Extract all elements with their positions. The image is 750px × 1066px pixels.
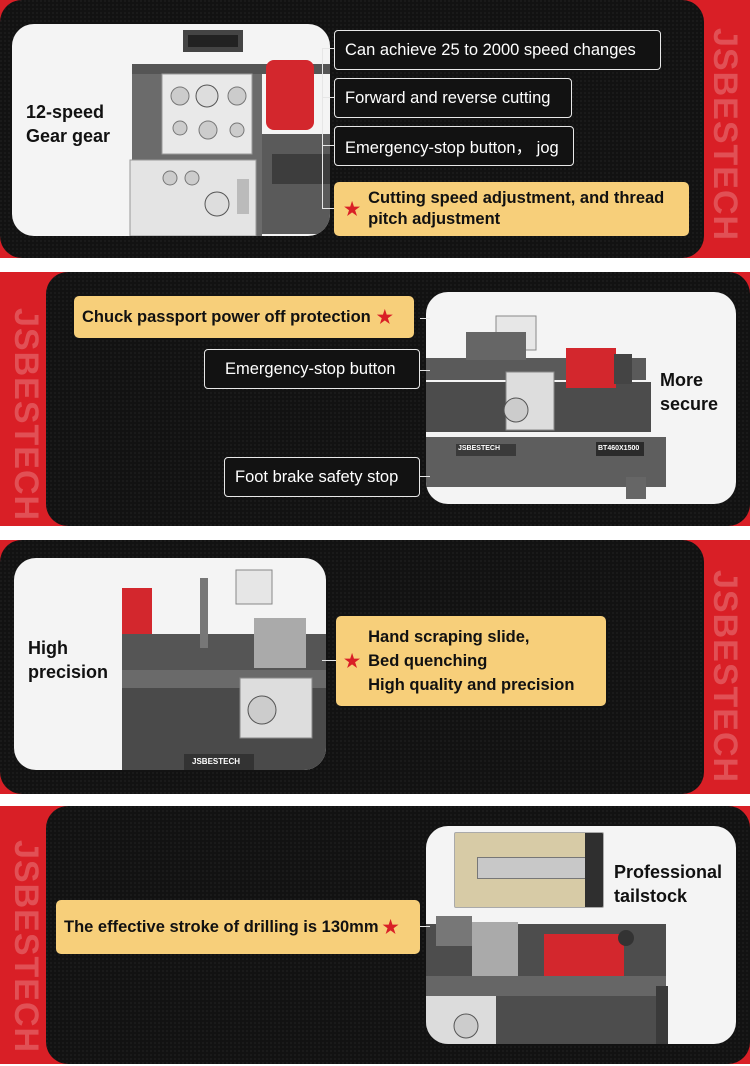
foot-brake-callout: Foot brake safety stop xyxy=(224,457,420,497)
speed-changes-text: Can achieve 25 to 2000 speed changes xyxy=(345,40,636,59)
tailstock-side-label: Professional tailstock xyxy=(614,862,723,906)
precision-line-1: Hand scraping slide, xyxy=(368,628,530,646)
thread-pitch-highlight: ★ Cutting speed adjustment, and thread p… xyxy=(334,182,689,236)
feature-panel-precision: JSBESTECH High precision JSBESTECH ★ Han… xyxy=(0,540,750,794)
chuck-protection-highlight: Chuck passport power off protection ★ xyxy=(74,296,414,338)
star-icon: ★ xyxy=(344,650,361,671)
tailstock-photo: Professional tailstock xyxy=(426,826,736,1044)
foot-brake-text: Foot brake safety stop xyxy=(235,467,399,486)
slide-photo: High precision JSBESTECH xyxy=(14,558,326,770)
drilling-stroke-highlight: The effective stroke of drilling is 130m… xyxy=(56,900,420,954)
precision-line-3: High quality and precision xyxy=(368,676,575,694)
speed-changes-callout: Can achieve 25 to 2000 speed changes xyxy=(334,30,661,70)
reverse-cutting-text: Forward and reverse cutting xyxy=(345,88,551,107)
drilling-stroke-text: The effective stroke of drilling is 130m… xyxy=(64,917,379,936)
headstock-photo: 12-speed Gear gear xyxy=(12,24,330,236)
quill-scale xyxy=(477,857,587,879)
plate-brand: JSBESTECH xyxy=(192,757,241,766)
speed-side-label: 12-speed Gear gear xyxy=(26,102,111,146)
tailstock-illustration xyxy=(426,916,668,1044)
brand-watermark: JSBESTECH xyxy=(706,28,744,242)
precision-side-label: High precision xyxy=(28,638,109,682)
emergency-jog-text: Emergency-stop button， jog xyxy=(345,139,559,157)
carriage-illustration xyxy=(426,315,666,499)
star-icon: ★ xyxy=(344,198,361,219)
slide-illustration xyxy=(122,569,326,770)
emergency-stop-callout: Emergency-stop button xyxy=(204,349,420,389)
emergency-stop-text: Emergency-stop button xyxy=(225,359,396,378)
carriage-photo: JSBESTECH BT460X1500 More secure xyxy=(426,292,736,504)
brand-watermark: JSBESTECH xyxy=(7,840,45,1054)
precision-highlight: ★ Hand scraping slide, Bed quenching Hig… xyxy=(336,616,606,706)
emergency-jog-callout: Emergency-stop button， jog xyxy=(334,126,574,166)
star-icon: ★ xyxy=(382,916,399,937)
thread-pitch-text: Cutting speed adjustment, and thread pit… xyxy=(368,189,665,228)
star-icon: ★ xyxy=(376,306,393,327)
tailstock-inset xyxy=(454,832,604,908)
plate-model: BT460X1500 xyxy=(598,445,640,452)
precision-line-2: Bed quenching xyxy=(368,652,488,670)
feature-panel-safety: JSBESTECH JSBESTECH BT460X1500 More secu… xyxy=(0,272,750,526)
precision-lines: Hand scraping slide, Bed quenching High … xyxy=(368,625,574,697)
plate-brand: JSBESTECH xyxy=(458,445,501,452)
brand-watermark: JSBESTECH xyxy=(7,308,45,522)
brand-watermark: JSBESTECH xyxy=(706,570,744,784)
secure-side-label: More secure xyxy=(660,370,719,414)
chuck-protection-text: Chuck passport power off protection xyxy=(82,307,371,326)
reverse-cutting-callout: Forward and reverse cutting xyxy=(334,78,572,118)
feature-panel-tailstock: JSBESTECH Professional tailstock The eff… xyxy=(0,806,750,1064)
headstock-illustration xyxy=(129,30,330,236)
feature-panel-speed: JSBESTECH 12-speed Gear gear xyxy=(0,0,750,258)
